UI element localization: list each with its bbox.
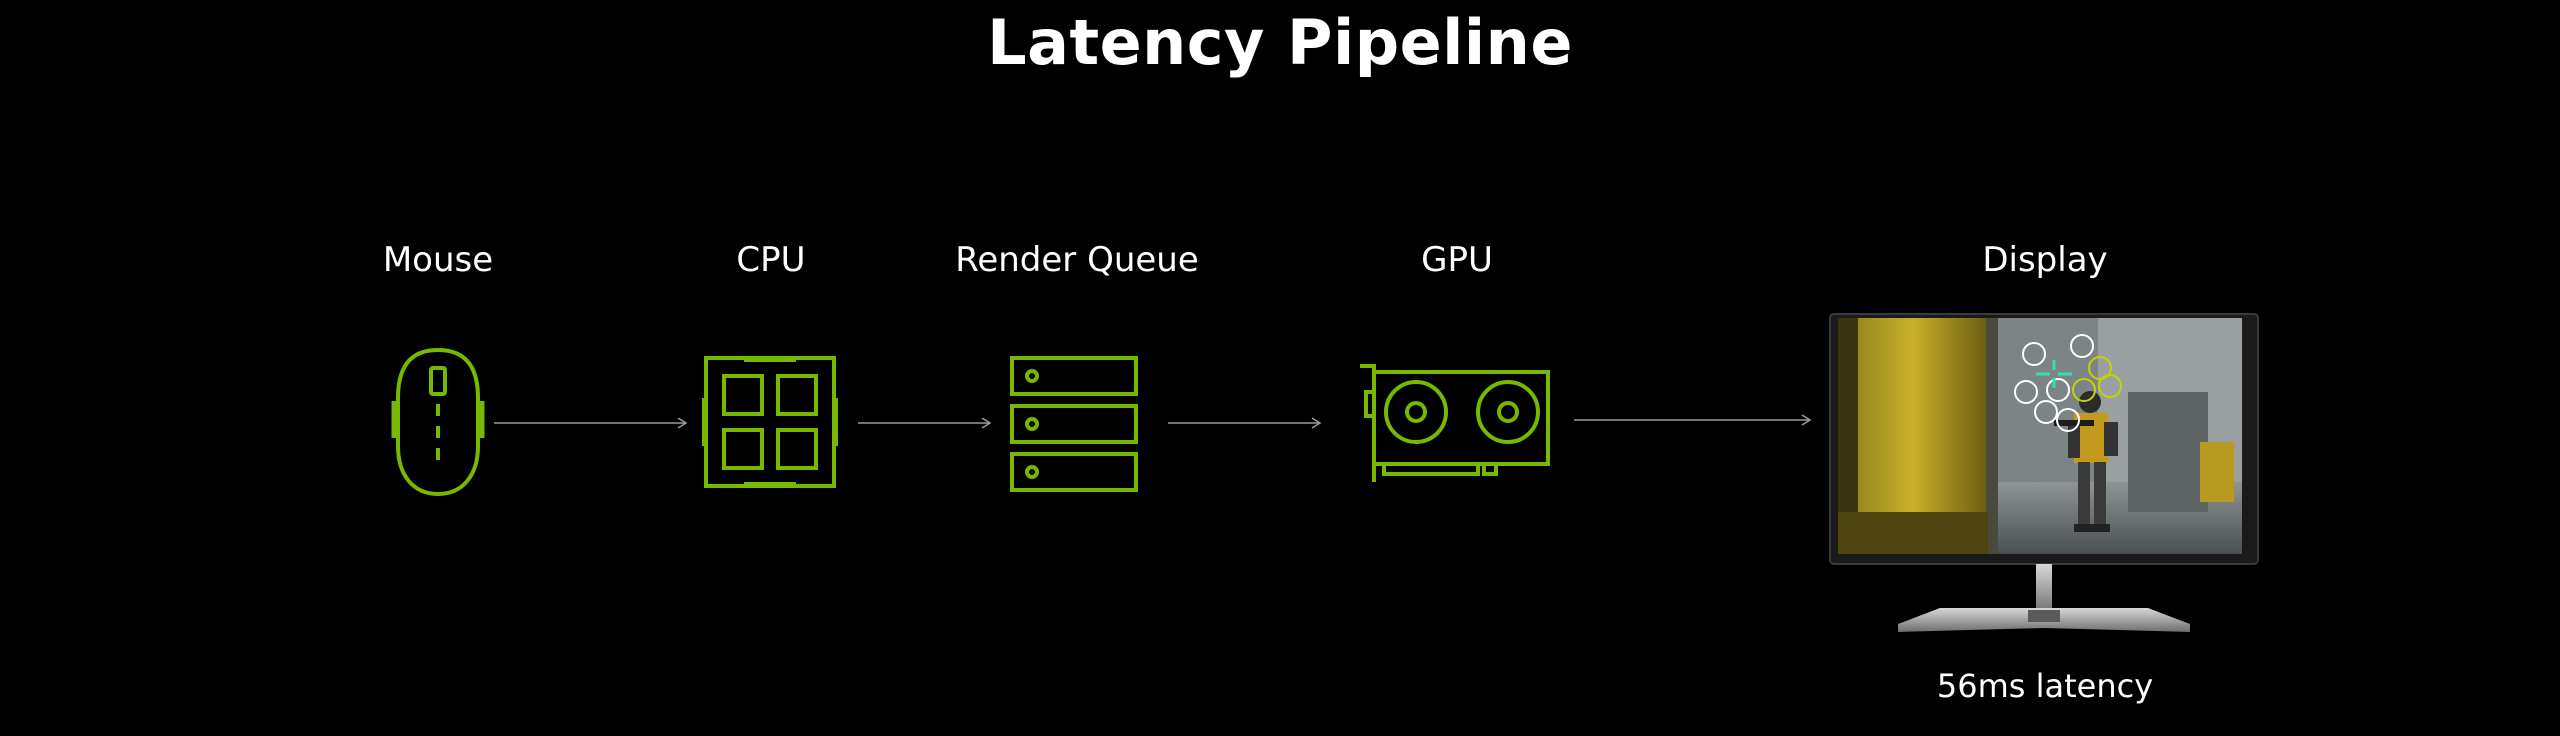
mouse-icon — [391, 347, 485, 497]
arrow-gpu-to-display — [1574, 414, 1812, 426]
arrow-cpu-to-render-queue — [858, 417, 992, 429]
page-title: Latency Pipeline — [987, 6, 1573, 79]
render-queue-icon — [1010, 356, 1138, 492]
stage-label-cpu: CPU — [736, 240, 806, 280]
arrow-render-queue-to-gpu — [1168, 417, 1322, 429]
latency-caption: 56ms latency — [1936, 667, 2154, 705]
stage-label-render-queue: Render Queue — [955, 240, 1199, 280]
stage-label-gpu: GPU — [1421, 240, 1493, 280]
cpu-icon — [702, 356, 838, 488]
gpu-icon — [1360, 364, 1550, 482]
arrow-mouse-to-cpu — [494, 417, 688, 429]
stage-label-mouse: Mouse — [382, 240, 494, 280]
stage-label-display: Display — [1982, 240, 2108, 280]
monitor-icon — [1829, 313, 2259, 632]
